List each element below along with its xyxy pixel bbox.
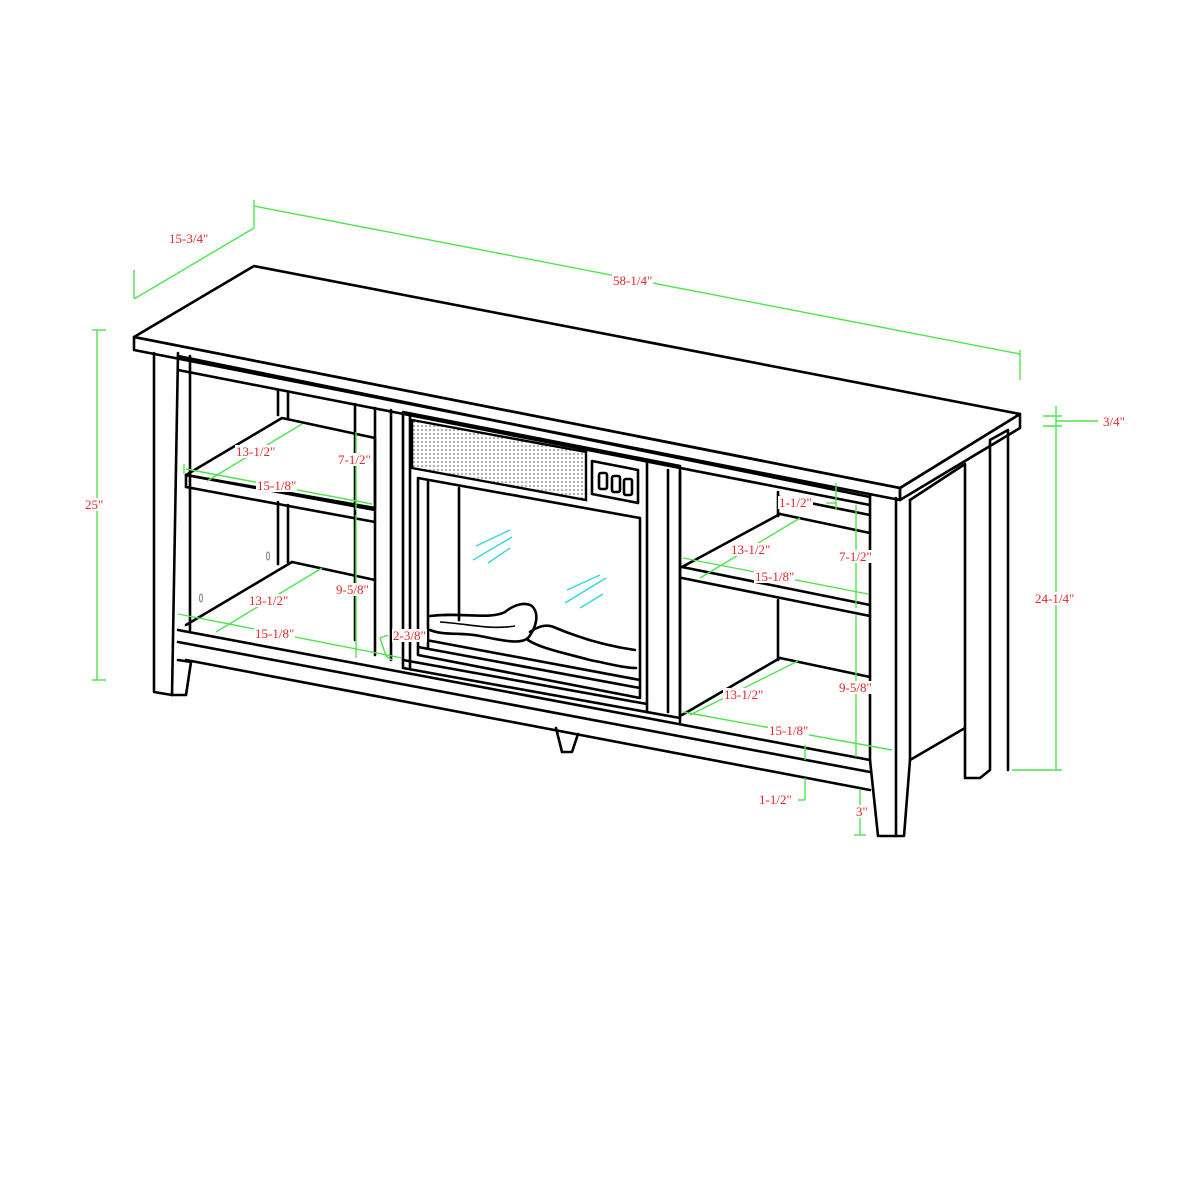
dim-left-lower-opening-height: 9-5/8" <box>335 582 370 597</box>
dim-right-lower-opening-height: 9-5/8" <box>838 680 873 695</box>
dim-right-upper-shelf-width: 15-1/8" <box>754 569 796 584</box>
dim-right-upper-opening-height: 7-1/2" <box>838 549 873 564</box>
control-button-3 <box>622 477 634 497</box>
control-button-1 <box>597 471 609 491</box>
dim-left-upper-shelf-depth: 13-1/2" <box>235 444 277 459</box>
dim-depth: 15-3/4" <box>168 231 210 246</box>
tabletop <box>132 264 1022 502</box>
dim-width: 58-1/4" <box>612 273 654 288</box>
left-front-leg <box>152 351 193 697</box>
dim-right-top-gap: 1-1/2" <box>778 495 813 510</box>
heater-grille <box>410 418 588 502</box>
control-button-2 <box>610 474 622 494</box>
right-front-leg <box>868 493 912 838</box>
dim-left-upper-shelf-width: 15-1/8" <box>256 478 298 493</box>
dim-left-lower-shelf-depth: 13-1/2" <box>248 593 290 608</box>
control-panel <box>590 459 640 505</box>
dim-right-lower-shelf-depth: 13-1/2" <box>723 687 765 702</box>
dim-height-below-top: 24-1/4" <box>1034 591 1076 606</box>
left-compartment <box>184 388 393 662</box>
fireplace-insert <box>401 410 682 720</box>
dim-top-thickness: 3/4" <box>1102 414 1126 429</box>
upper-rail <box>176 354 872 507</box>
faux-logs <box>428 602 638 670</box>
dim-left-upper-opening-height: 7-1/2" <box>337 452 372 467</box>
right-compartment <box>666 468 872 724</box>
dim-leg-clearance: 3" <box>855 804 869 819</box>
dim-overall-height: 25" <box>84 497 105 512</box>
dim-right-lower-shelf-width: 15-1/8" <box>768 723 810 738</box>
dim-fireplace-offset: 2-3/8" <box>392 628 427 643</box>
dim-apron-height: 1-1/2" <box>758 792 793 807</box>
dim-left-lower-shelf-width: 15-1/8" <box>254 626 296 641</box>
right-side-panel <box>908 428 1010 780</box>
bottom-apron <box>176 628 872 792</box>
dim-right-upper-shelf-depth: 13-1/2" <box>730 542 772 557</box>
